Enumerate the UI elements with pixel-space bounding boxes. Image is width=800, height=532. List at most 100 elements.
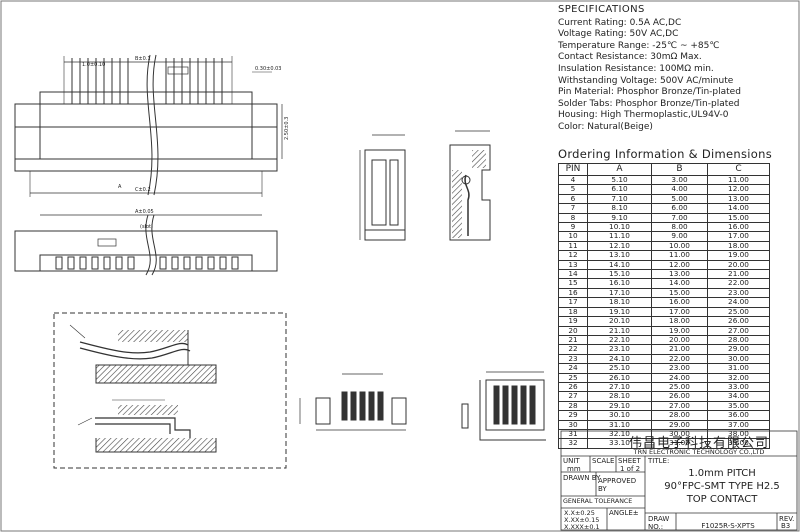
table-cell: 13.10 (587, 250, 652, 261)
table-cell: 22 (558, 344, 588, 355)
column-header: A (587, 163, 652, 176)
spec-line: Pin Material: Phosphor Bronze/Tin-plated (558, 87, 741, 98)
drawing-title-line-1: 1.0mm PITCH (688, 468, 756, 479)
table-cell: 26.00 (707, 316, 770, 327)
table-cell: 8.10 (587, 203, 652, 214)
spec-line: Insulation Resistance: 100MΩ min. (558, 63, 714, 74)
table-cell: 28.10 (587, 391, 652, 402)
table-cell: 11.10 (587, 231, 652, 242)
table-cell: 29.00 (707, 344, 770, 355)
specifications-heading: SPECIFICATIONS (558, 4, 645, 15)
dim-c-label: C±0.2 (135, 187, 151, 193)
column-header: C (707, 163, 770, 176)
table-cell: 26.00 (651, 391, 708, 402)
table-cell: 5 (558, 184, 588, 195)
table-cell: 14.00 (707, 203, 770, 214)
table-cell: 19.00 (707, 250, 770, 261)
table-cell: 20 (558, 325, 588, 336)
tolerance-3: X.XXX±0.1 (564, 523, 600, 531)
tolerance-1: X.X±0.25 (564, 509, 595, 517)
drawn-by-label: DRAWN BY (563, 474, 601, 482)
spec-line: Withstanding Voltage: 500V AC/minute (558, 75, 734, 86)
table-cell: 18.00 (651, 316, 708, 327)
table-cell: 16.10 (587, 278, 652, 289)
column-header: B (651, 163, 708, 176)
drawing-title-line-2: 90°FPC-SMT TYPE H2.5 (664, 481, 780, 492)
table-cell: 7 (558, 203, 588, 214)
column-header: PIN (558, 163, 588, 176)
table-cell: 23.10 (587, 344, 652, 355)
dim-pitch-label: 1.0±0.10 (82, 62, 105, 68)
table-cell: 9.00 (651, 231, 708, 242)
spec-line: Solder Tabs: Phosphor Bronze/Tin-plated (558, 98, 740, 109)
slot-label: (slot) (140, 224, 153, 230)
table-cell: 36.00 (707, 410, 770, 421)
table-cell: 20.10 (587, 316, 652, 327)
specifications-block: SPECIFICATIONS Current Rating: 0.5A AC,D… (558, 4, 798, 134)
table-cell: 12 (558, 250, 588, 261)
table-cell: 31.00 (707, 363, 770, 374)
table-cell: 6.10 (587, 184, 652, 195)
general-tolerance-label: GENERAL TOLERANCE (563, 498, 633, 505)
company-name-en: TRN ELECTRONIC TECHNOLOGY CO.,LTD (633, 448, 765, 456)
table-cell: 19.00 (651, 325, 708, 336)
table-cell: 21.10 (587, 325, 652, 336)
spec-line: Temperature Range: -25℃ ~ +85℃ (558, 40, 720, 51)
pcb-layout (299, 373, 407, 431)
table-cell: 29 (558, 410, 588, 421)
draw-no-label: DRAW NO.: (648, 515, 670, 531)
title-label: TITLE: (648, 457, 670, 465)
table-cell: 30.10 (587, 410, 652, 421)
pin-row (71, 58, 223, 104)
table-cell: 27.00 (707, 325, 770, 336)
unit-value: mm (567, 465, 581, 473)
table-cell: 25.10 (587, 363, 652, 374)
table-cell: 34.00 (707, 391, 770, 402)
spec-line: Housing: High Thermoplastic,UL94V-0 (558, 110, 729, 121)
ordering-title: Ordering Information & Dimensions (558, 147, 772, 161)
sheet-label: SHEET (618, 457, 641, 465)
rev-value: B3 (781, 522, 791, 530)
tolerance-2: X.XX±0.15 (564, 516, 600, 524)
dim-b-label: B±0.1 (135, 56, 151, 62)
table-cell: 24 (558, 363, 588, 374)
dim-height-label: 2.50±0.3 (284, 117, 290, 140)
table-cell: 17.00 (707, 231, 770, 242)
sheet-value: 1 of 2 (620, 465, 641, 473)
company-name-cn: 伟昌电子科技有限公司 (628, 436, 769, 451)
dim-a-marker: A (118, 184, 122, 190)
table-cell: 18.10 (587, 297, 652, 308)
table-cell: 22.00 (707, 278, 770, 289)
angle-label: ANGLE± (609, 509, 639, 517)
table-cell: 12.00 (707, 184, 770, 195)
table-cell: 11.00 (651, 250, 708, 261)
table-cell: 19 (558, 316, 588, 327)
front-view (14, 214, 278, 276)
table-cell: 4.00 (651, 184, 708, 195)
top-view (14, 54, 283, 197)
drawing-title-line-3: TOP CONTACT (686, 494, 758, 505)
table-cell: 15 (558, 278, 588, 289)
unit-label: UNIT (563, 457, 580, 465)
table-header-row: PIN A B C (558, 163, 770, 176)
rev-label: REV. (779, 515, 795, 523)
table-cell: 28.00 (651, 410, 708, 421)
spec-line: Color: Natural(Beige) (558, 121, 653, 132)
